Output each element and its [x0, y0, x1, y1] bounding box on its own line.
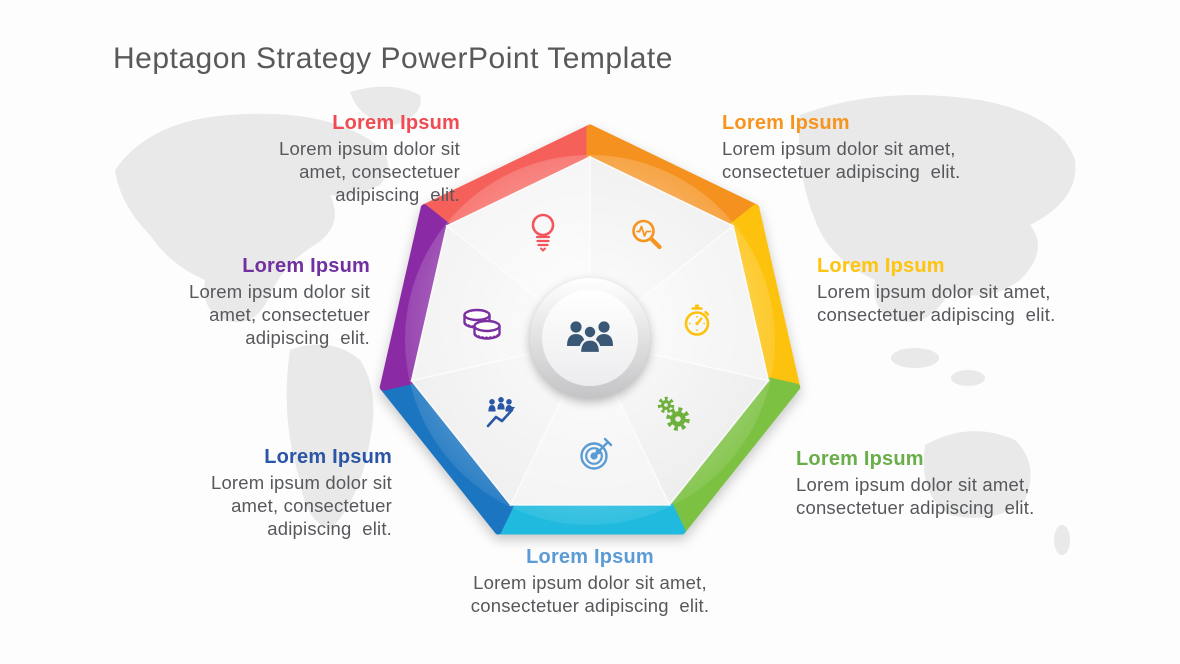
segment-text-left: Lorem Ipsum Lorem ipsum dolor sit amet, …: [189, 254, 370, 349]
segment-body: Lorem ipsum dolor sit amet, consectetuer…: [817, 281, 1056, 325]
segment-heading: Lorem Ipsum: [264, 446, 392, 468]
lightbulb-icon: [531, 213, 555, 252]
target-arrow-icon: [580, 437, 613, 470]
segment-body: Lorem ipsum dolor sit amet, consectetuer…: [210, 472, 392, 539]
segment-text-right: Lorem Ipsum Lorem ipsum dolor sit amet, …: [817, 254, 1055, 326]
team-icon: [567, 321, 613, 355]
segment-heading: Lorem Ipsum: [817, 255, 945, 277]
segment-body: Lorem ipsum dolor sit amet, consectetuer…: [796, 474, 1035, 518]
stopwatch-icon: [684, 304, 710, 336]
gears-icon: [657, 396, 690, 431]
segment-text-bottom-right: Lorem Ipsum Lorem ipsum dolor sit amet, …: [796, 447, 1034, 519]
segment-heading: Lorem Ipsum: [242, 255, 370, 277]
segment-body: Lorem ipsum dolor sit amet, consectetuer…: [278, 138, 460, 205]
segment-heading: Lorem Ipsum: [796, 448, 924, 470]
segment-text-bottom-left: Lorem Ipsum Lorem ipsum dolor sit amet, …: [211, 445, 392, 540]
center-badge: [530, 278, 650, 398]
segment-heading: Lorem Ipsum: [332, 112, 460, 134]
segment-body: Lorem ipsum dolor sit amet, consectetuer…: [722, 138, 961, 182]
coins-icon: [463, 308, 501, 340]
segment-body: Lorem ipsum dolor sit amet, consectetuer…: [470, 572, 710, 616]
segment-body: Lorem ipsum dolor sit amet, consectetuer…: [188, 281, 370, 348]
segment-heading: Lorem Ipsum: [722, 112, 850, 134]
segment-text-top-right: Lorem Ipsum Lorem ipsum dolor sit amet, …: [722, 111, 960, 183]
team-growth-icon: [486, 397, 515, 428]
analysis-magnifier-icon: [632, 219, 662, 250]
segment-text-bottom: Lorem Ipsum Lorem ipsum dolor sit amet, …: [471, 545, 709, 617]
segment-text-top-left: Lorem Ipsum Lorem ipsum dolor sit amet, …: [279, 111, 460, 206]
segment-heading: Lorem Ipsum: [526, 546, 654, 568]
page-title: Heptagon Strategy PowerPoint Template: [113, 42, 673, 75]
